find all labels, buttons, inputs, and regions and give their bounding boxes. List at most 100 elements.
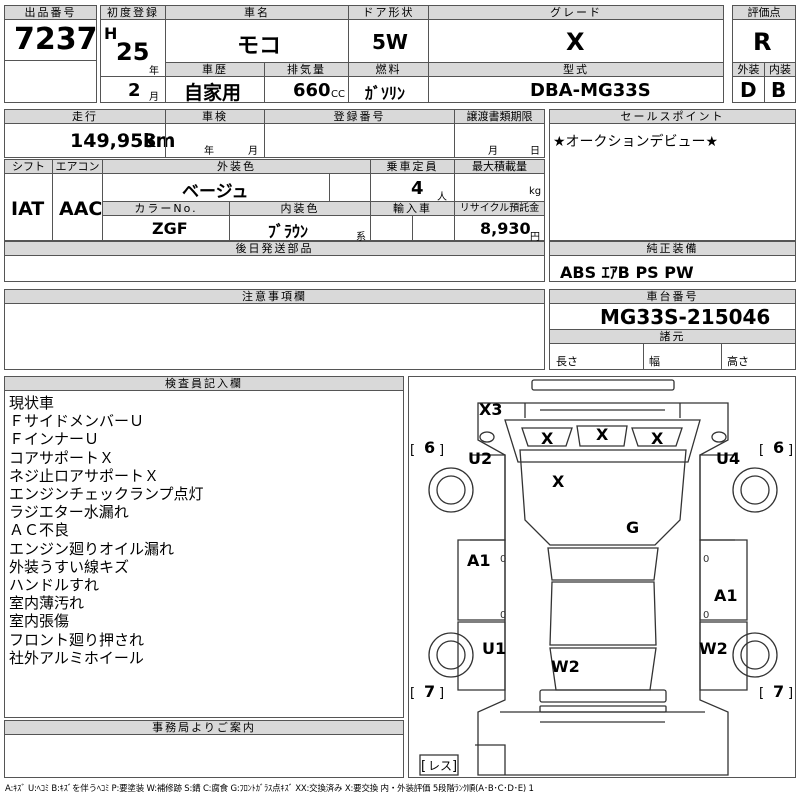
remark-item: 社外アルミホイール <box>9 648 144 667</box>
color-value: ベージュ <box>182 182 249 202</box>
svg-text:[: [ <box>759 686 764 701</box>
intcolor-value: ﾌﾞﾗｳﾝ <box>268 222 309 241</box>
score-label: 評価点 <box>732 5 796 20</box>
tire-depth-front-right: 6 <box>773 438 785 457</box>
load-label: 最大積載量 <box>454 159 545 174</box>
import-box-2 <box>412 215 455 241</box>
shift-value: IAT <box>11 198 45 220</box>
equip-value: ABS ｴｱB PS PW <box>560 263 694 282</box>
ext-label: 外装 <box>732 62 765 77</box>
svg-text:[: [ <box>410 686 415 701</box>
lot-blank <box>4 60 97 103</box>
disp-unit: CC <box>331 89 345 100</box>
legend: A:ｷｽﾞ U:ﾍｺﾐ B:ｷｽﾞを伴うﾍｺﾐ P:要塗装 W:補修跡 S:錆 … <box>5 784 534 794</box>
mileage-unit: km <box>143 130 176 152</box>
damage-mark-u2: U2 <box>468 449 493 468</box>
ac-label: エアコン <box>52 159 103 174</box>
chassis-value: MG33S-215046 <box>600 305 771 329</box>
ext-value: D <box>740 78 757 102</box>
equip-box <box>549 255 796 282</box>
tire-depth-rear-right: 7 <box>773 682 785 701</box>
history-value: 自家用 <box>184 82 242 104</box>
later-parts-box <box>4 255 545 282</box>
remark-item: 室内張傷 <box>9 612 70 631</box>
remark-item: ラジエター水漏れ <box>9 503 129 522</box>
shift-label: シフト <box>4 159 53 174</box>
recycle-box <box>454 215 545 241</box>
reg-year-unit: 年 <box>149 66 159 77</box>
history-label: 車歴 <box>165 62 265 77</box>
load-unit: kg <box>529 186 542 197</box>
seats-label: 乗車定員 <box>370 159 455 174</box>
door-label: ドア形状 <box>348 5 429 20</box>
svg-text:[: [ <box>421 759 426 774</box>
remark-item: ネジ止ロアサポートＸ <box>9 466 160 485</box>
remark-item: ＦサイドメンバーＵ <box>9 412 145 431</box>
zero-mark: 0 <box>703 610 709 621</box>
transfer-day-unit: 日 <box>530 146 540 157</box>
model-box <box>428 76 724 103</box>
remark-item: ＡＣ不良 <box>9 521 70 540</box>
remark-item: ハンドルすれ <box>9 576 100 595</box>
spec-width: 幅 <box>649 355 660 368</box>
transfer-label: 譲渡書類期限 <box>454 109 545 124</box>
mileage-value: 149,953 <box>70 130 157 152</box>
damage-mark-w2-right: W2 <box>699 639 728 658</box>
colorno-value: ZGF <box>152 219 188 238</box>
lot-number: 7237 <box>14 22 98 57</box>
car-label: 車名 <box>165 5 349 20</box>
remark-item: 室内薄汚れ <box>9 594 85 613</box>
ac-value: AAC <box>59 198 103 220</box>
lot-label: 出品番号 <box>4 5 97 20</box>
damage-mark-u1: U1 <box>482 639 507 658</box>
seats-value: 4 <box>411 178 424 199</box>
remark-item: 外装うすい線キズ <box>9 557 130 576</box>
import-label: 輸入車 <box>370 201 455 216</box>
diagram-box <box>408 376 796 778</box>
sales-box <box>549 123 796 241</box>
remark-item: エンジン廻りオイル漏れ <box>9 539 175 558</box>
grade-value: X <box>566 28 585 56</box>
spare-tire-status: レス <box>428 759 453 773</box>
reg-month-unit: 月 <box>149 92 159 103</box>
mileage-label: 走行 <box>4 109 166 124</box>
colorno-label: カラーNo. <box>102 201 230 216</box>
intcolor-label: 内装色 <box>229 201 371 216</box>
spec-height-box <box>721 343 796 370</box>
reg-year: 25 <box>116 38 150 66</box>
damage-mark-a1-left: A1 <box>467 551 491 570</box>
color-label: 外装色 <box>102 159 371 174</box>
fuel-value: ｶﾞｿﾘﾝ <box>365 84 406 103</box>
damage-mark-windshield: X <box>541 429 554 448</box>
remarks-list: 現状車 ＦサイドメンバーＵ ＦインナーＵ コアサポートＸ ネジ止ロアサポートＸ … <box>9 394 204 667</box>
tire-depth-rear-left: 7 <box>424 682 436 701</box>
damage-mark-windshield: X <box>596 425 609 444</box>
seats-unit: 人 <box>437 192 447 203</box>
svg-text:]: ] <box>788 443 793 458</box>
inspector-box <box>4 390 404 718</box>
import-box <box>370 215 413 241</box>
score-value: R <box>753 28 772 56</box>
svg-text:[: [ <box>410 443 415 458</box>
transfer-month-unit: 月 <box>488 146 498 157</box>
remark-item: フロント廻り押され <box>9 630 145 649</box>
damage-mark-a1-right: A1 <box>714 586 738 605</box>
zero-mark: 0 <box>500 610 506 621</box>
disp-label: 排気量 <box>264 62 349 77</box>
svg-text:]: ] <box>439 443 444 458</box>
fuel-label: 燃料 <box>348 62 429 77</box>
int-label: 内装 <box>764 62 796 77</box>
model-value: DBA-MG33S <box>530 80 651 101</box>
reg-era: H <box>104 24 118 43</box>
color-box-extra <box>329 173 371 202</box>
recycle-unit: 円 <box>530 232 540 243</box>
door-value: 5W <box>372 30 408 54</box>
spec-height: 高さ <box>727 355 749 368</box>
equip-label: 純正装備 <box>549 241 796 256</box>
regno-box <box>264 123 455 158</box>
office-box <box>4 734 404 778</box>
svg-text:]: ] <box>788 686 793 701</box>
later-parts-label: 後日発送部品 <box>4 241 545 256</box>
sales-label: セールスポイント <box>549 109 796 124</box>
damage-mark-u4: U4 <box>716 449 741 468</box>
